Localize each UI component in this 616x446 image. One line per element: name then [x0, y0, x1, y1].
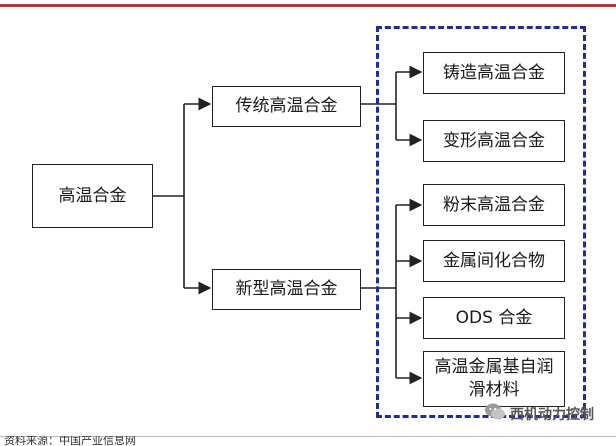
top-rule	[0, 4, 616, 7]
node-cast-superalloy: 铸造高温合金	[423, 52, 565, 94]
bottom-rule	[0, 436, 616, 437]
dashed-group-frame	[376, 26, 586, 418]
node-root: 高温合金	[32, 164, 153, 228]
node-new-superalloy: 新型高温合金	[212, 269, 361, 310]
watermark: 西机动力控制	[484, 402, 594, 426]
node-intermetallic-compound: 金属间化合物	[423, 240, 565, 282]
node-ods-alloy: ODS 合金	[423, 297, 565, 339]
source-caption: 资料来源：中国产业信息网	[4, 436, 136, 446]
chat-bubble-icon	[484, 402, 506, 426]
node-powder-superalloy: 粉末高温合金	[423, 184, 565, 226]
watermark-text: 西机动力控制	[510, 407, 594, 423]
node-traditional-superalloy: 传统高温合金	[212, 86, 361, 127]
node-self-lubricating-material: 高温金属基自润滑材料	[423, 351, 565, 407]
node-wrought-superalloy: 变形高温合金	[423, 120, 565, 162]
